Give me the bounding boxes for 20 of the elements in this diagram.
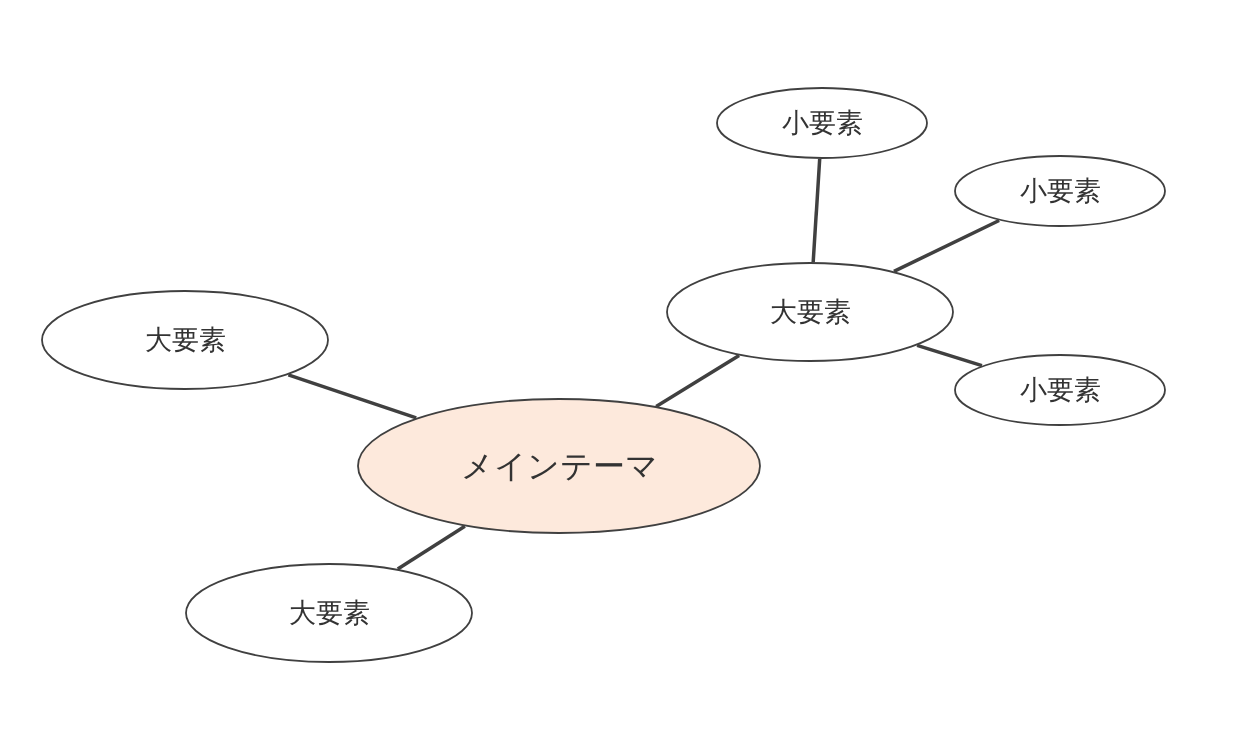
node-label: 小要素 <box>1019 372 1101 407</box>
connector-line <box>396 524 466 571</box>
ellipse-node <box>357 398 761 534</box>
node-label: メインテーマ <box>460 446 658 487</box>
node-label: 大要素 <box>288 595 370 630</box>
node-label: 小要素 <box>781 105 863 140</box>
ellipse-node <box>954 155 1166 227</box>
node-label: 大要素 <box>144 322 226 357</box>
connector-line <box>655 354 740 408</box>
connector-line <box>916 343 983 368</box>
ellipse-node <box>954 354 1166 426</box>
ellipse-node <box>41 290 329 390</box>
node-label: 大要素 <box>769 294 851 329</box>
ellipse-node <box>716 87 928 159</box>
ellipse-node <box>185 563 473 663</box>
connector-line <box>811 158 822 263</box>
ellipse-node <box>666 262 954 362</box>
node-label: 小要素 <box>1019 173 1101 208</box>
connector-line <box>287 373 417 420</box>
connector-line <box>893 218 1000 273</box>
